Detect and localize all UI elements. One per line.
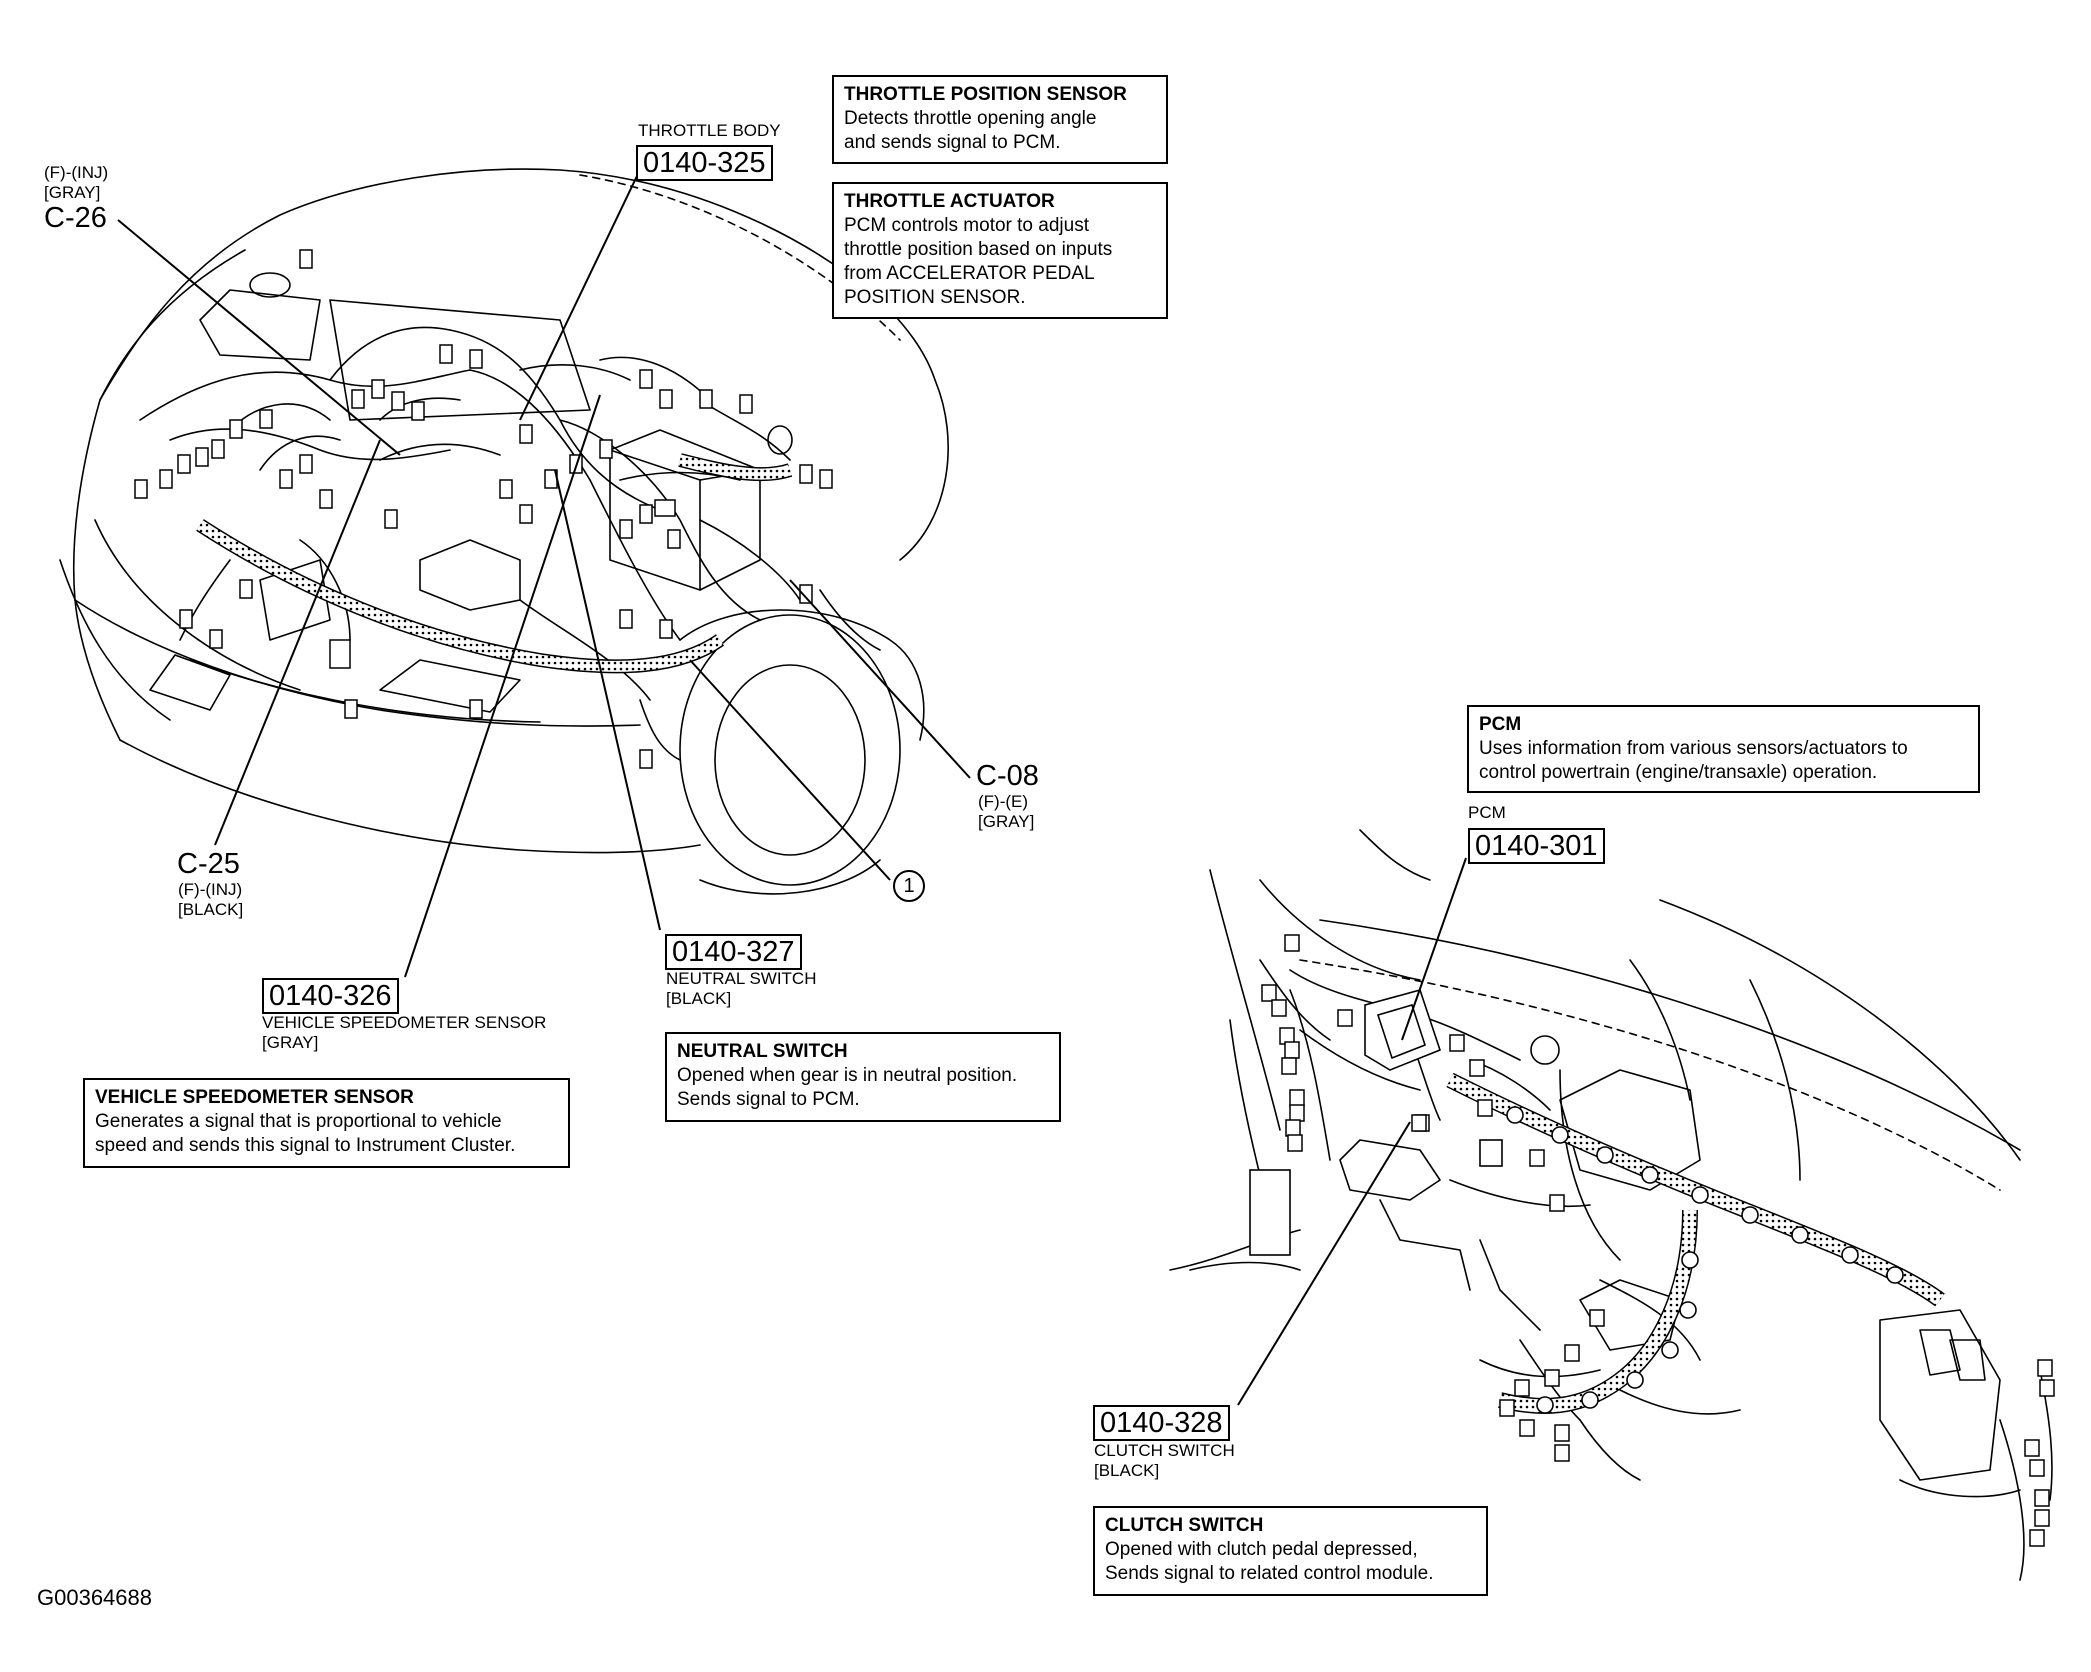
dash-connectors <box>1261 934 2055 1547</box>
pcm-text: Uses information from various sensors/ac… <box>1479 738 1908 783</box>
neutral-switch-text: Opened when gear is in neutral position.… <box>677 1065 1018 1110</box>
neutral-switch-part-number: 0140-327 <box>665 934 802 970</box>
connector-c26-color: [GRAY] <box>44 183 101 202</box>
vehicle-speedometer-sensor-text: Generates a signal that is proportional … <box>95 1111 516 1156</box>
pcm-description-box: PCM Uses information from various sensor… <box>1467 705 1980 793</box>
vehicle-speedometer-sensor-box: VEHICLE SPEEDOMETER SENSOR Generates a s… <box>83 1078 570 1168</box>
pcm-module <box>1249 989 1503 1256</box>
connector-c26-spec: (F)-(INJ) <box>44 163 109 182</box>
vehicle-speedometer-sensor-title: VEHICLE SPEEDOMETER SENSOR <box>95 1087 414 1108</box>
speedometer-sensor-color: [GRAY] <box>262 1033 319 1052</box>
speedometer-sensor-part-number: 0140-326 <box>262 978 399 1014</box>
pcm-title: PCM <box>1479 714 1522 735</box>
pcm-part-number: 0140-301 <box>1468 828 1605 864</box>
clutch-switch-title: CLUTCH SWITCH <box>1105 1515 1264 1536</box>
connector-c08-spec: (F)-(E) <box>978 792 1029 811</box>
connector-c25-id: C-25 <box>177 848 240 880</box>
throttle-body-label: THROTTLE BODY <box>638 121 781 140</box>
throttle-actuator-title: THROTTLE ACTUATOR <box>844 191 1055 212</box>
throttle-position-sensor-title: THROTTLE POSITION SENSOR <box>844 84 1127 105</box>
engine-bay-drawing <box>59 168 949 895</box>
throttle-position-sensor-box: THROTTLE POSITION SENSOR Detects throttl… <box>832 75 1168 164</box>
neutral-switch-color: [BLACK] <box>666 989 732 1008</box>
figure-code: G00364688 <box>37 1585 152 1610</box>
dashboard-drawing <box>1169 829 2053 1581</box>
connector-c08-id: C-08 <box>976 760 1039 792</box>
clutch-switch-color: [BLACK] <box>1094 1461 1160 1480</box>
connector-c25-spec: (F)-(INJ) <box>178 880 243 899</box>
clutch-switch-text: Opened with clutch pedal depressed, Send… <box>1105 1539 1434 1584</box>
engine-connectors <box>134 249 833 769</box>
connector-c26-id: C-26 <box>44 202 107 234</box>
clutch-switch-part-number: 0140-328 <box>1093 1405 1230 1441</box>
neutral-switch-title: NEUTRAL SWITCH <box>677 1041 848 1062</box>
dash-harness-grommets <box>1506 1035 1904 1414</box>
clutch-switch-label: CLUTCH SWITCH <box>1094 1441 1235 1460</box>
engine-main-harness <box>196 453 793 674</box>
neutral-switch-label: NEUTRAL SWITCH <box>666 969 817 988</box>
pcm-label: PCM <box>1468 803 1506 822</box>
throttle-position-sensor-text: Detects throttle opening angle and sends… <box>844 108 1097 153</box>
throttle-actuator-text: PCM controls motor to adjust throttle po… <box>844 215 1113 308</box>
clutch-switch-box: CLUTCH SWITCH Opened with clutch pedal d… <box>1093 1506 1488 1596</box>
connector-c25-color: [BLACK] <box>178 900 244 919</box>
connector-c08-color: [GRAY] <box>978 812 1035 831</box>
throttle-actuator-box: THROTTLE ACTUATOR PCM controls motor to … <box>832 182 1168 319</box>
throttle-body-part-number: 0140-325 <box>636 145 773 181</box>
callout-number-1: 1 <box>893 870 925 902</box>
neutral-switch-box: NEUTRAL SWITCH Opened when gear is in ne… <box>665 1032 1061 1122</box>
speedometer-sensor-label: VEHICLE SPEEDOMETER SENSOR <box>262 1013 547 1032</box>
leader-lines <box>117 175 1467 1406</box>
